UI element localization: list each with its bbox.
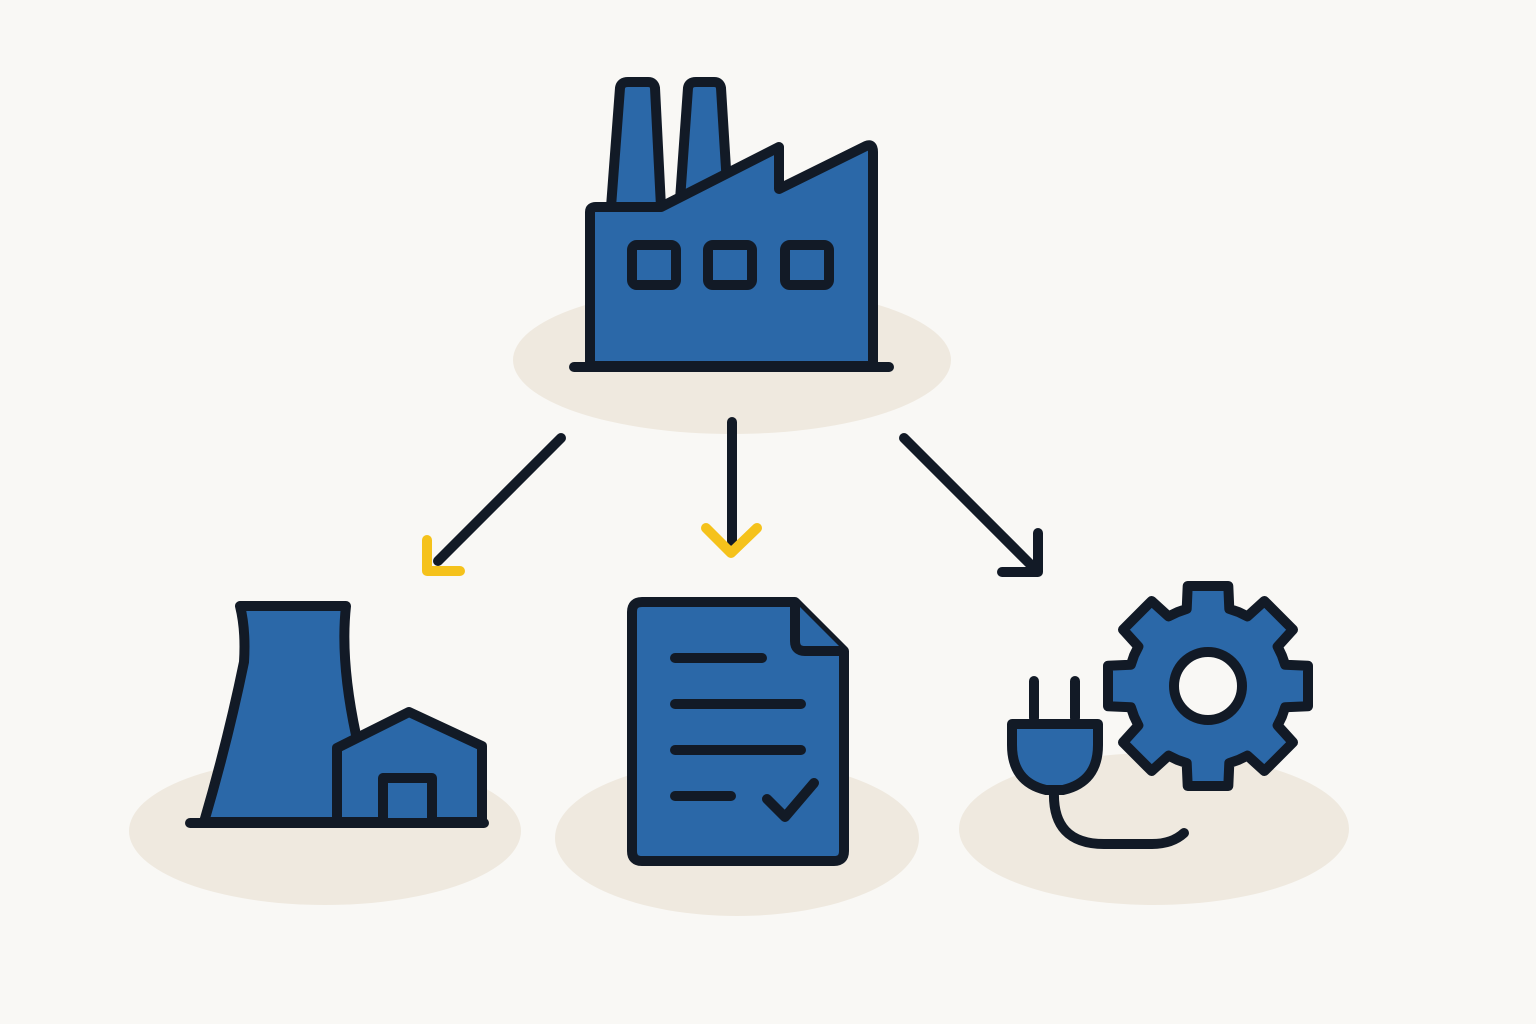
factory-node [513,77,951,434]
document-node [555,597,919,916]
check-mark [762,778,819,822]
power-plant-icon [185,601,489,828]
arrow-to-plug-gear [899,433,1043,577]
arrow-head [422,535,465,576]
arrow-to-power-plant [422,433,566,576]
plug-gear-icon [1007,581,1313,849]
plug-cable [1048,786,1189,849]
arrow-shaft [433,433,566,566]
arrow-shaft [899,433,1035,569]
plug-gear-node [959,581,1349,905]
gear-icon [1103,581,1313,791]
arrow-to-document [701,417,762,558]
plug-icon [1007,676,1189,849]
power-plant-node [129,601,521,905]
arrow-head [997,528,1043,577]
factory-icon [569,77,894,372]
document-check-icon [627,597,849,866]
arrow-head [701,523,762,558]
